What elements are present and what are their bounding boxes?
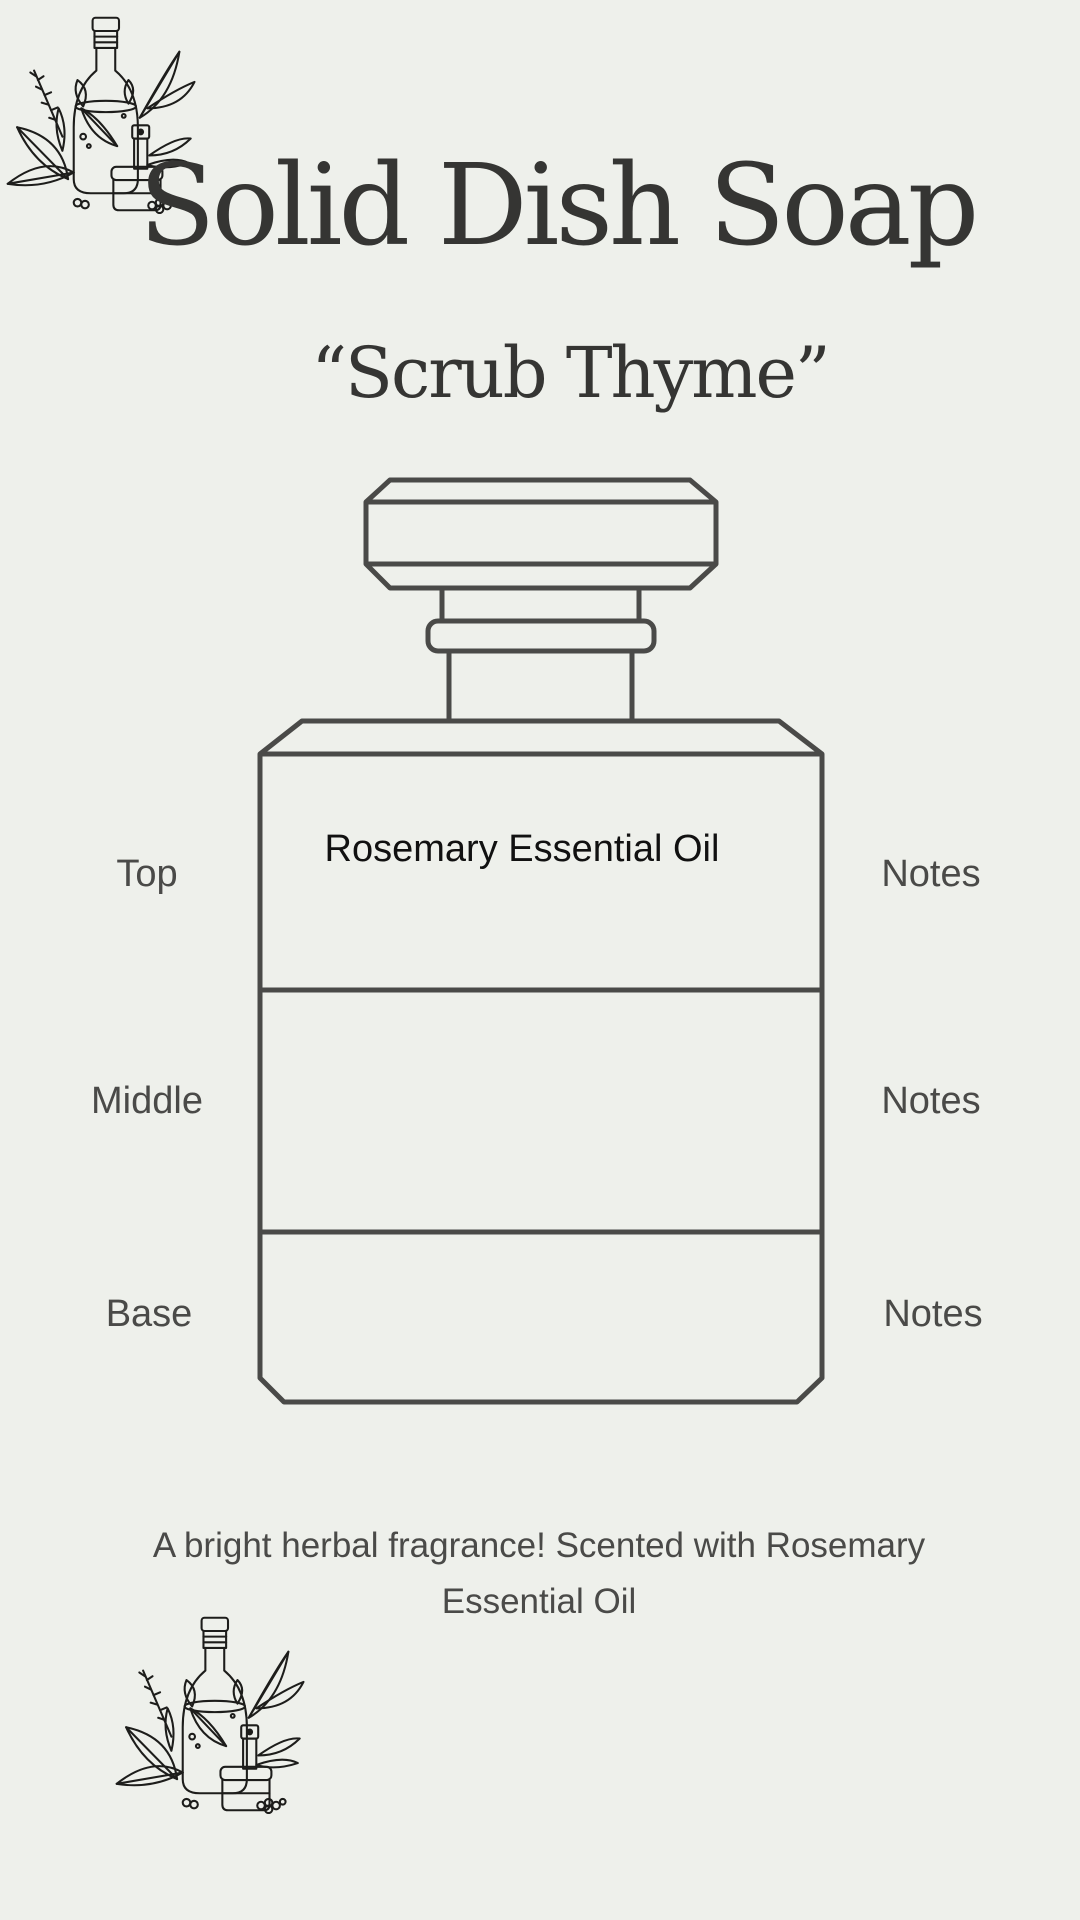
bottle-cap	[363, 477, 719, 591]
top-notes-label: Top	[116, 853, 178, 895]
botanical-illustration-bottom	[115, 1616, 305, 1814]
fragrance-description: A bright herbal fragrance! Scented with …	[152, 1526, 926, 1621]
bottle-body	[257, 718, 825, 1405]
page-title: Solid Dish Soap	[138, 141, 980, 271]
bottle-neck	[425, 588, 657, 721]
top-notes-ingredient: Rosemary Essential Oil	[324, 828, 720, 870]
base-notes-suffix: Notes	[883, 1293, 983, 1335]
product-name: “Scrub Thyme”	[311, 332, 830, 414]
top-notes-suffix: Notes	[881, 853, 981, 895]
middle-notes-label: Middle	[91, 1080, 203, 1122]
base-notes-label: Base	[105, 1293, 193, 1335]
middle-notes-suffix: Notes	[881, 1080, 981, 1122]
